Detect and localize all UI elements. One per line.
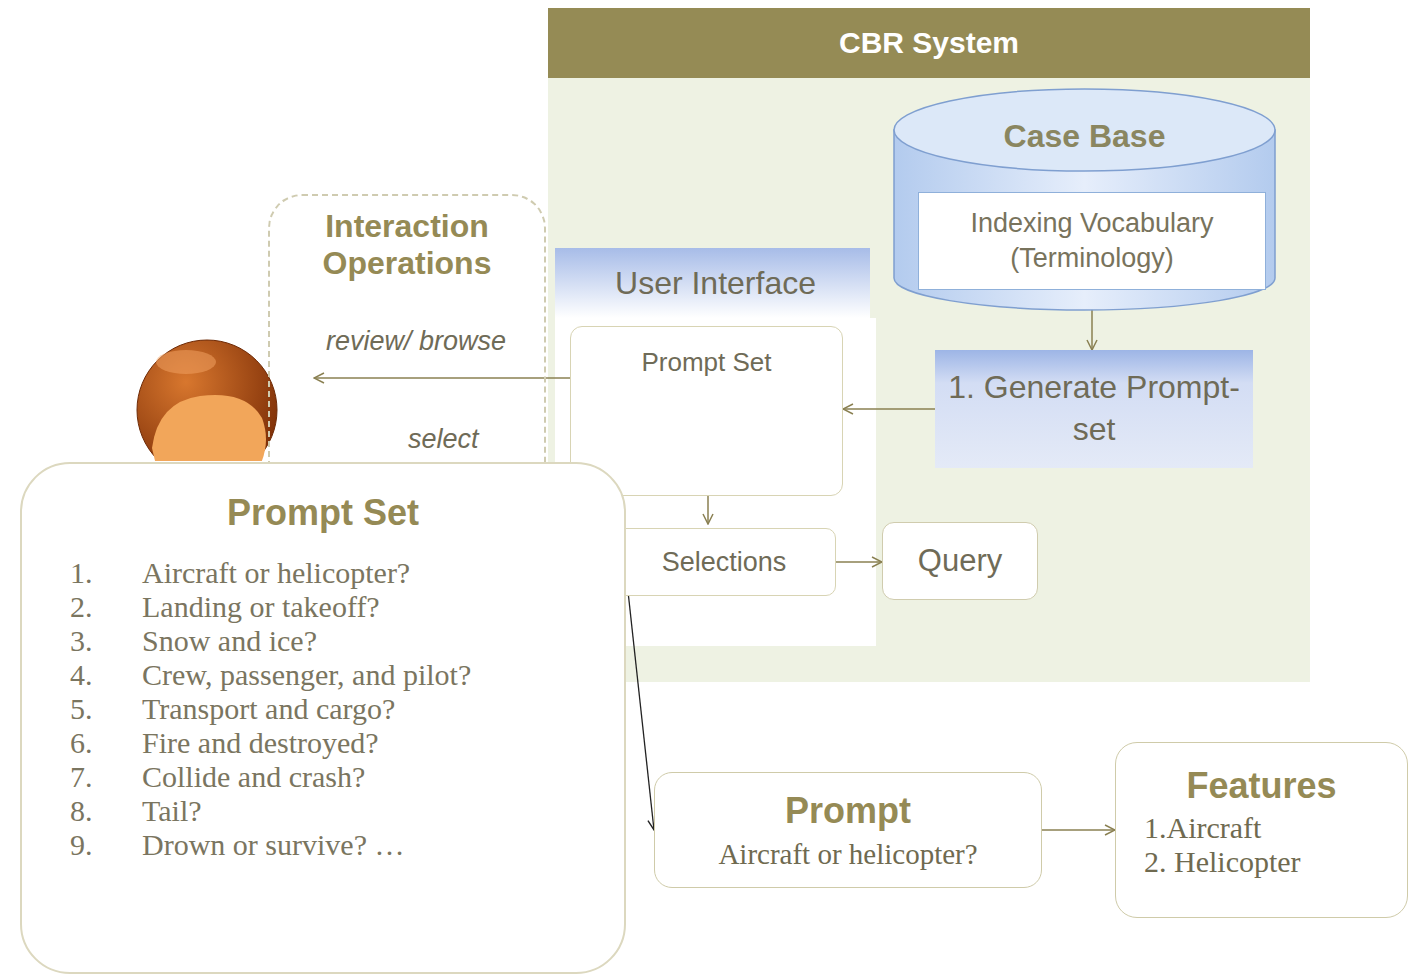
list-item: Tail? — [142, 794, 471, 828]
list-item: Aircraft or helicopter? — [142, 556, 471, 590]
flow-arrow — [626, 573, 654, 830]
list-item: Crew, passenger, and pilot? — [142, 658, 471, 692]
box-title: Features — [1186, 765, 1336, 807]
box-label: Selections — [662, 547, 787, 578]
list-number: 4. — [70, 658, 142, 692]
box-title: Prompt — [785, 790, 911, 832]
hair-highlight — [156, 350, 216, 374]
box-label: Indexing Vocabulary (Terminology) — [929, 206, 1255, 276]
panel-ground — [548, 78, 1310, 682]
selections-box: Selections — [612, 528, 836, 596]
list-number: 6. — [70, 726, 142, 760]
prompt-set-box: Prompt Set — [570, 326, 843, 496]
list-item: Landing or takeoff? — [142, 590, 471, 624]
flow-arrow — [843, 408, 935, 410]
box-label: Query — [918, 543, 1002, 579]
list-number: 3. — [70, 624, 142, 658]
interaction-label: review/ browse — [326, 326, 506, 357]
prompt-text: Aircraft or helicopter? — [718, 838, 977, 871]
cbr-panel: CBR SystemCase BaseIndexing Vocabulary (… — [548, 8, 1310, 682]
store-title: Case Base — [1004, 118, 1166, 155]
prompt-list: 1.Aircraft or helicopter?2.Landing or ta… — [70, 556, 471, 862]
list-item: Transport and cargo? — [142, 692, 471, 726]
vocabulary-box: Indexing Vocabulary (Terminology) — [918, 192, 1266, 290]
panel-title: User Interface — [555, 248, 876, 318]
query-box: Query — [882, 522, 1038, 600]
list-number: 9. — [70, 828, 142, 862]
feature-item: 2. Helicopter — [1144, 845, 1301, 879]
list-item: Collide and crash? — [142, 760, 471, 794]
list-number: 2. — [70, 590, 142, 624]
list-item: Fire and destroyed? — [142, 726, 471, 760]
flow-arrow — [1042, 829, 1115, 831]
panel-header-band — [548, 8, 1310, 78]
case-base-cylinder: Case BaseIndexing Vocabulary (Terminolog… — [893, 88, 1276, 310]
prompt-set-callout: Prompt Set 1.Aircraft or helicopter?2.Lan… — [20, 462, 626, 974]
group-title: Interaction Operations — [270, 208, 544, 282]
callout-title: Prompt Set — [227, 492, 419, 534]
cylinder-top — [894, 89, 1275, 171]
review-leader — [314, 377, 570, 379]
panel-title: CBR System — [548, 8, 1310, 78]
list-item: Drown or survive? … — [142, 828, 471, 862]
flow-arrow — [836, 561, 882, 563]
user-head — [137, 340, 277, 461]
prompt-box: PromptAircraft or helicopter? — [654, 772, 1042, 888]
list-number: 8. — [70, 794, 142, 828]
feature-item: 1.Aircraft — [1144, 811, 1261, 845]
list-number: 5. — [70, 692, 142, 726]
features-box: Features 1.Aircraft2. Helicopter — [1115, 742, 1408, 918]
list-number: 7. — [70, 760, 142, 794]
face-shape — [152, 395, 266, 461]
interaction-label: select — [408, 424, 479, 455]
list-number: 1. — [70, 556, 142, 590]
box-label: Prompt Set — [641, 347, 771, 378]
process-box: 1. Generate Prompt-set — [935, 350, 1253, 468]
list-item: Snow and ice? — [142, 624, 471, 658]
box-label: 1. Generate Prompt-set — [943, 367, 1245, 450]
